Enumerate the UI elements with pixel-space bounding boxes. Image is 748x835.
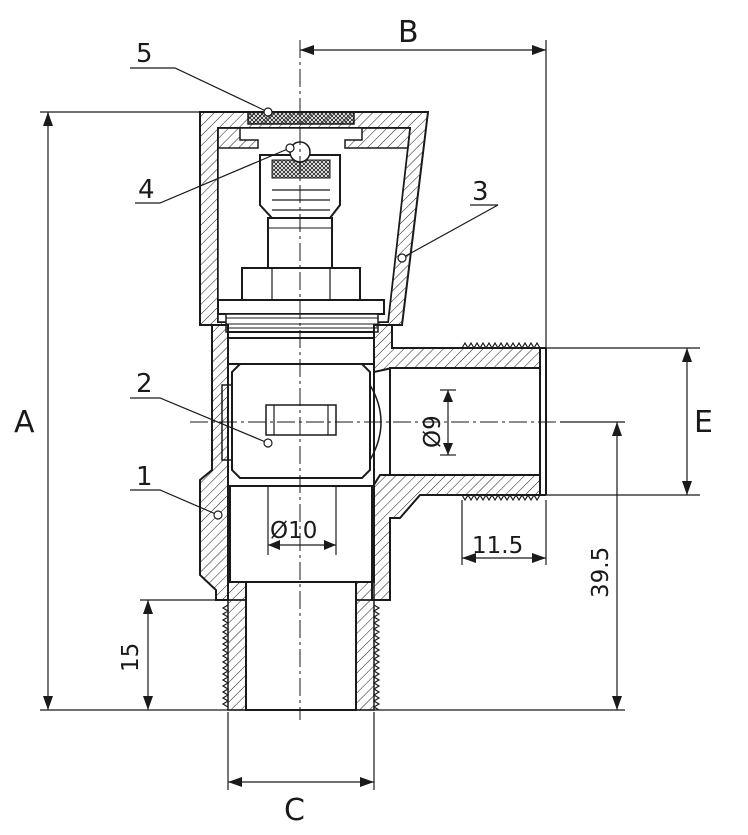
dimension-a-label: A: [14, 405, 35, 440]
center-lines: [190, 40, 620, 720]
inlet-tube: [221, 581, 381, 711]
dimension-15-label: 15: [118, 643, 144, 672]
callout-4: 4: [138, 175, 155, 205]
dimension-bore-9-label: Ø9: [420, 415, 446, 448]
dimension-bore-10-label: Ø10: [270, 518, 317, 544]
valve-stem: [217, 217, 385, 333]
dimension-lines: [40, 40, 700, 790]
cap-insert: [247, 111, 355, 125]
dimension-e-label: E: [694, 405, 713, 440]
callout-3: 3: [472, 177, 489, 207]
leader-dots: [213, 107, 407, 520]
dimension-c-label: C: [284, 793, 305, 828]
leader-lines: [130, 67, 499, 516]
callout-1: 1: [136, 462, 153, 492]
dimension-11-5-label: 11.5: [472, 533, 523, 559]
dimension-39-5-label: 39.5: [588, 547, 614, 598]
callout-2: 2: [136, 369, 153, 399]
callout-5: 5: [136, 39, 153, 69]
cartridge: [221, 337, 382, 583]
dimension-b-label: B: [398, 15, 419, 50]
arrowheads: [43, 45, 692, 787]
